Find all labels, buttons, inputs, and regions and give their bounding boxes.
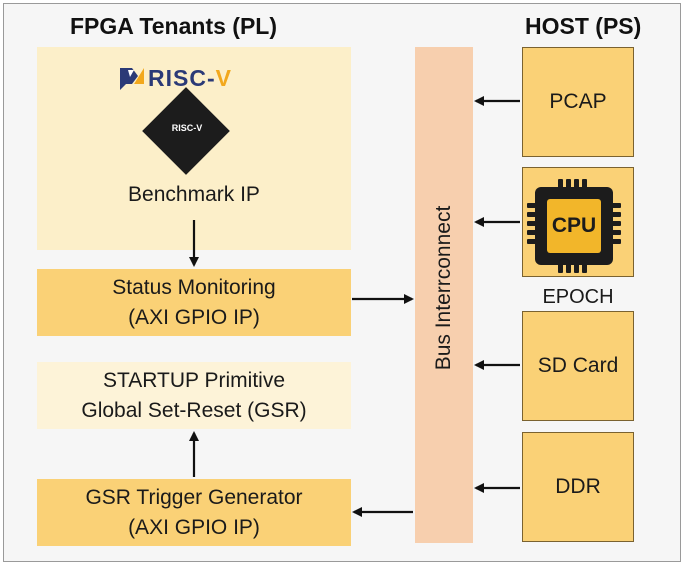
gsr-trigger-title: GSR Trigger Generator	[85, 486, 303, 510]
status-monitoring-title: Status Monitoring	[112, 276, 276, 300]
sd-card-label: SD Card	[537, 354, 619, 378]
cpu-label: CPU	[547, 199, 601, 253]
startup-primitive-subtitle: Global Set-Reset (GSR)	[81, 398, 307, 422]
ddr-block: DDR	[522, 432, 634, 542]
gsr-trigger-subtitle: (AXI GPIO IP)	[128, 515, 260, 539]
riscv-logo-icon	[120, 67, 144, 90]
riscv-chip-label: RISC-V	[171, 123, 203, 133]
startup-primitive-block: STARTUP Primitive Global Set-Reset (GSR)	[37, 362, 351, 429]
sd-card-block: SD Card	[522, 311, 634, 421]
riscv-logo: RISC-V	[120, 65, 232, 92]
riscv-logo-v: V	[215, 65, 232, 91]
fpga-tenants-heading: FPGA Tenants (PL)	[70, 13, 277, 39]
riscv-logo-text: RISC-	[148, 65, 216, 91]
host-heading: HOST (PS)	[525, 13, 642, 39]
gsr-trigger-block: GSR Trigger Generator (AXI GPIO IP)	[37, 479, 351, 546]
ddr-label: DDR	[555, 475, 601, 499]
cpu-caption: EPOCH	[542, 286, 614, 308]
benchmark-ip-label: Benchmark IP	[128, 183, 260, 206]
pcap-label: PCAP	[549, 90, 607, 114]
pcap-block: PCAP	[522, 47, 634, 157]
cpu-icon: CPU	[535, 187, 613, 265]
startup-primitive-title: STARTUP Primitive	[102, 369, 286, 393]
status-monitoring-block: Status Monitoring (AXI GPIO IP)	[37, 269, 351, 336]
bus-interconnect-block	[415, 47, 473, 543]
status-monitoring-subtitle: (AXI GPIO IP)	[128, 305, 260, 329]
